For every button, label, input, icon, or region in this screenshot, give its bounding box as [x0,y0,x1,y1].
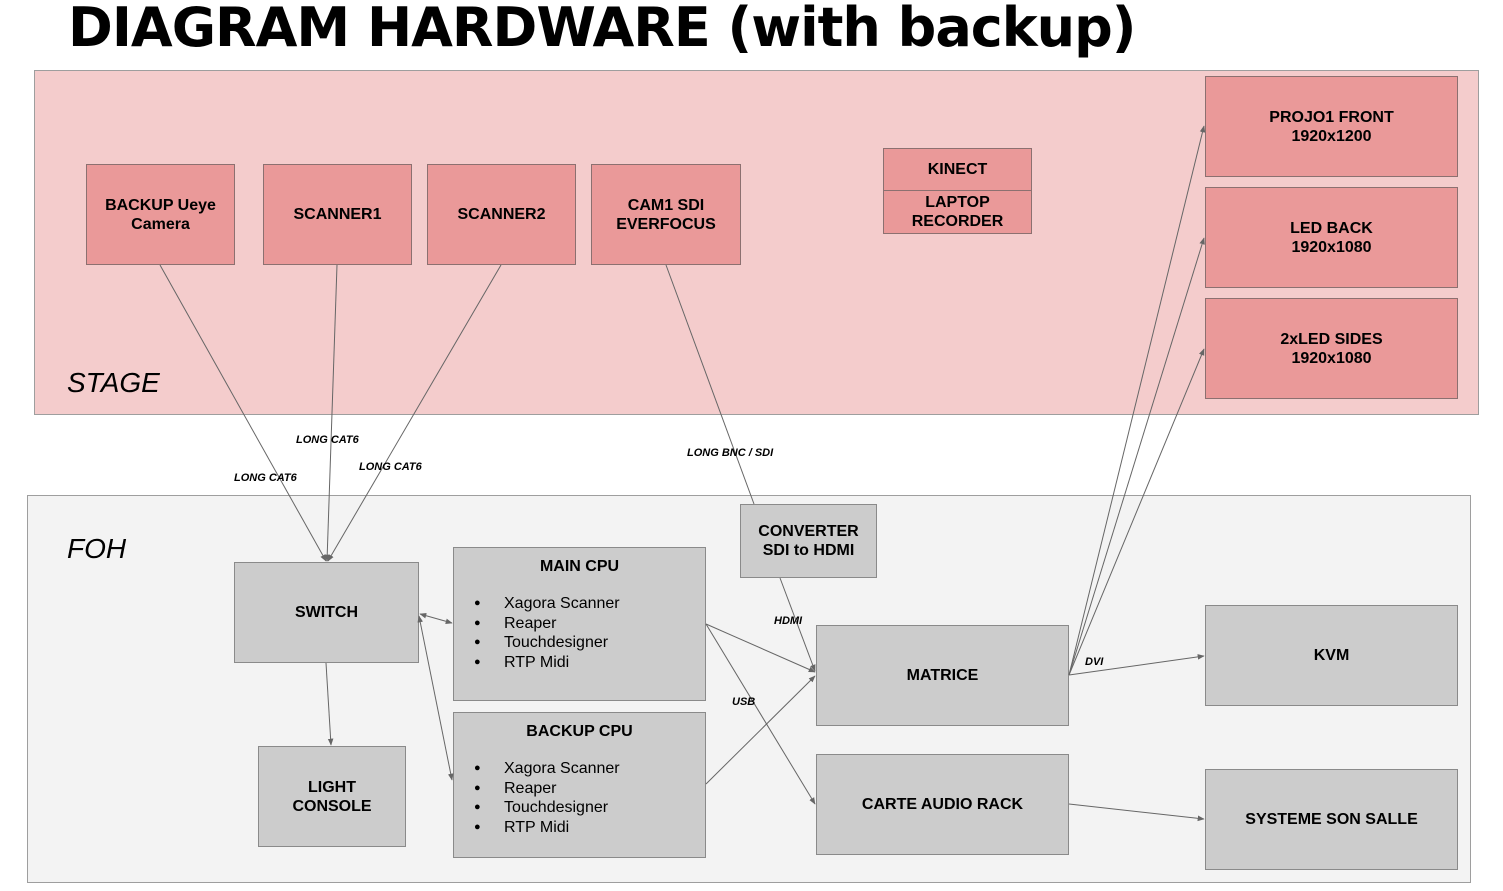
node-label: 2xLED SIDES [1280,330,1383,348]
node-matrice[interactable]: MATRICE [816,625,1069,726]
node-kinect[interactable]: KINECT [884,149,1031,191]
node-label: LIGHT [308,778,356,796]
software-item: Reaper [474,614,620,634]
node-backup-camera[interactable]: BACKUP Ueye Camera [86,164,235,265]
node-label: CONVERTER [758,523,859,540]
node-label: SDI to HDMI [762,542,855,559]
node-label: CARTE AUDIO RACK [861,796,1024,813]
software-item: RTP Midi [474,818,620,838]
node-laptop-recorder[interactable]: LAPTOP RECORDER [884,191,1031,233]
node-label: SYSTEME SON SALLE [1245,811,1418,828]
software-list: Xagora Scanner Reaper Touchdesigner RTP … [454,594,620,672]
node-led-sides[interactable]: 2xLED SIDES 1920x1080 [1205,298,1458,399]
node-main-cpu[interactable]: MAIN CPU Xagora Scanner Reaper Touchdesi… [453,547,706,701]
node-label: BACKUP CPU [526,723,633,740]
node-label: LAPTOP RECORDER [912,193,1004,231]
software-item: RTP Midi [474,653,620,673]
node-label: BACKUP Ueye [105,196,216,214]
node-label: KINECT [927,161,988,178]
node-light-console[interactable]: LIGHT CONSOLE [258,746,406,847]
edge-label-usb: USB [732,696,756,708]
edge-label-cat6: LONG CAT6 [296,434,359,446]
node-label: CONSOLE [292,797,372,815]
node-cam1-sdi[interactable]: CAM1 SDI EVERFOCUS [591,164,741,265]
node-label: SCANNER2 [457,206,546,223]
node-backup-cpu[interactable]: BACKUP CPU Xagora Scanner Reaper Touchde… [453,712,706,858]
diagram-title: DIAGRAM HARDWARE (with backup) [68,0,1136,59]
software-item: Touchdesigner [474,633,620,653]
edge-label-cat6: LONG CAT6 [234,472,297,484]
node-label-line: LAPTOP [925,194,990,211]
software-item: Reaper [474,779,620,799]
node-carte-audio-rack[interactable]: CARTE AUDIO RACK [816,754,1069,855]
node-label: MAIN CPU [539,558,620,575]
edge-label-bnc-sdi: LONG BNC / SDI [687,447,774,459]
node-label: EVERFOCUS [616,215,716,233]
node-label: KVM [1313,647,1350,664]
software-list: Xagora Scanner Reaper Touchdesigner RTP … [454,759,620,837]
node-led-back[interactable]: LED BACK 1920x1080 [1205,187,1458,288]
node-systeme-son-salle[interactable]: SYSTEME SON SALLE [1205,769,1458,870]
software-item: Xagora Scanner [474,759,620,779]
node-label: PROJO1 FRONT [1269,108,1394,126]
software-item: Touchdesigner [474,798,620,818]
edge-label-cat6: LONG CAT6 [359,461,422,473]
node-label: CAM1 SDI [627,196,705,214]
node-label: Camera [131,215,190,233]
software-item: Xagora Scanner [474,594,620,614]
node-kvm[interactable]: KVM [1205,605,1458,706]
edge-label-hdmi: HDMI [774,615,803,627]
node-resolution: 1920x1080 [1291,349,1372,367]
node-scanner1[interactable]: SCANNER1 [263,164,412,265]
stage-zone-label: STAGE [67,367,160,398]
node-resolution: 1920x1200 [1291,127,1372,145]
node-label: LED BACK [1290,219,1373,237]
node-resolution: 1920x1080 [1291,238,1372,256]
node-kinect-laptop-group: KINECT LAPTOP RECORDER [883,148,1032,234]
node-converter[interactable]: CONVERTER SDI to HDMI [740,504,877,578]
node-scanner2[interactable]: SCANNER2 [427,164,576,265]
node-switch[interactable]: SWITCH [234,562,419,663]
edge-label-dvi: DVI [1085,656,1104,668]
node-label-line: RECORDER [911,213,1004,230]
node-label: SCANNER1 [293,206,382,223]
node-label: MATRICE [906,667,979,684]
node-label: SWITCH [294,604,359,621]
node-projo1-front[interactable]: PROJO1 FRONT 1920x1200 [1205,76,1458,177]
foh-zone-label: FOH [67,533,127,564]
